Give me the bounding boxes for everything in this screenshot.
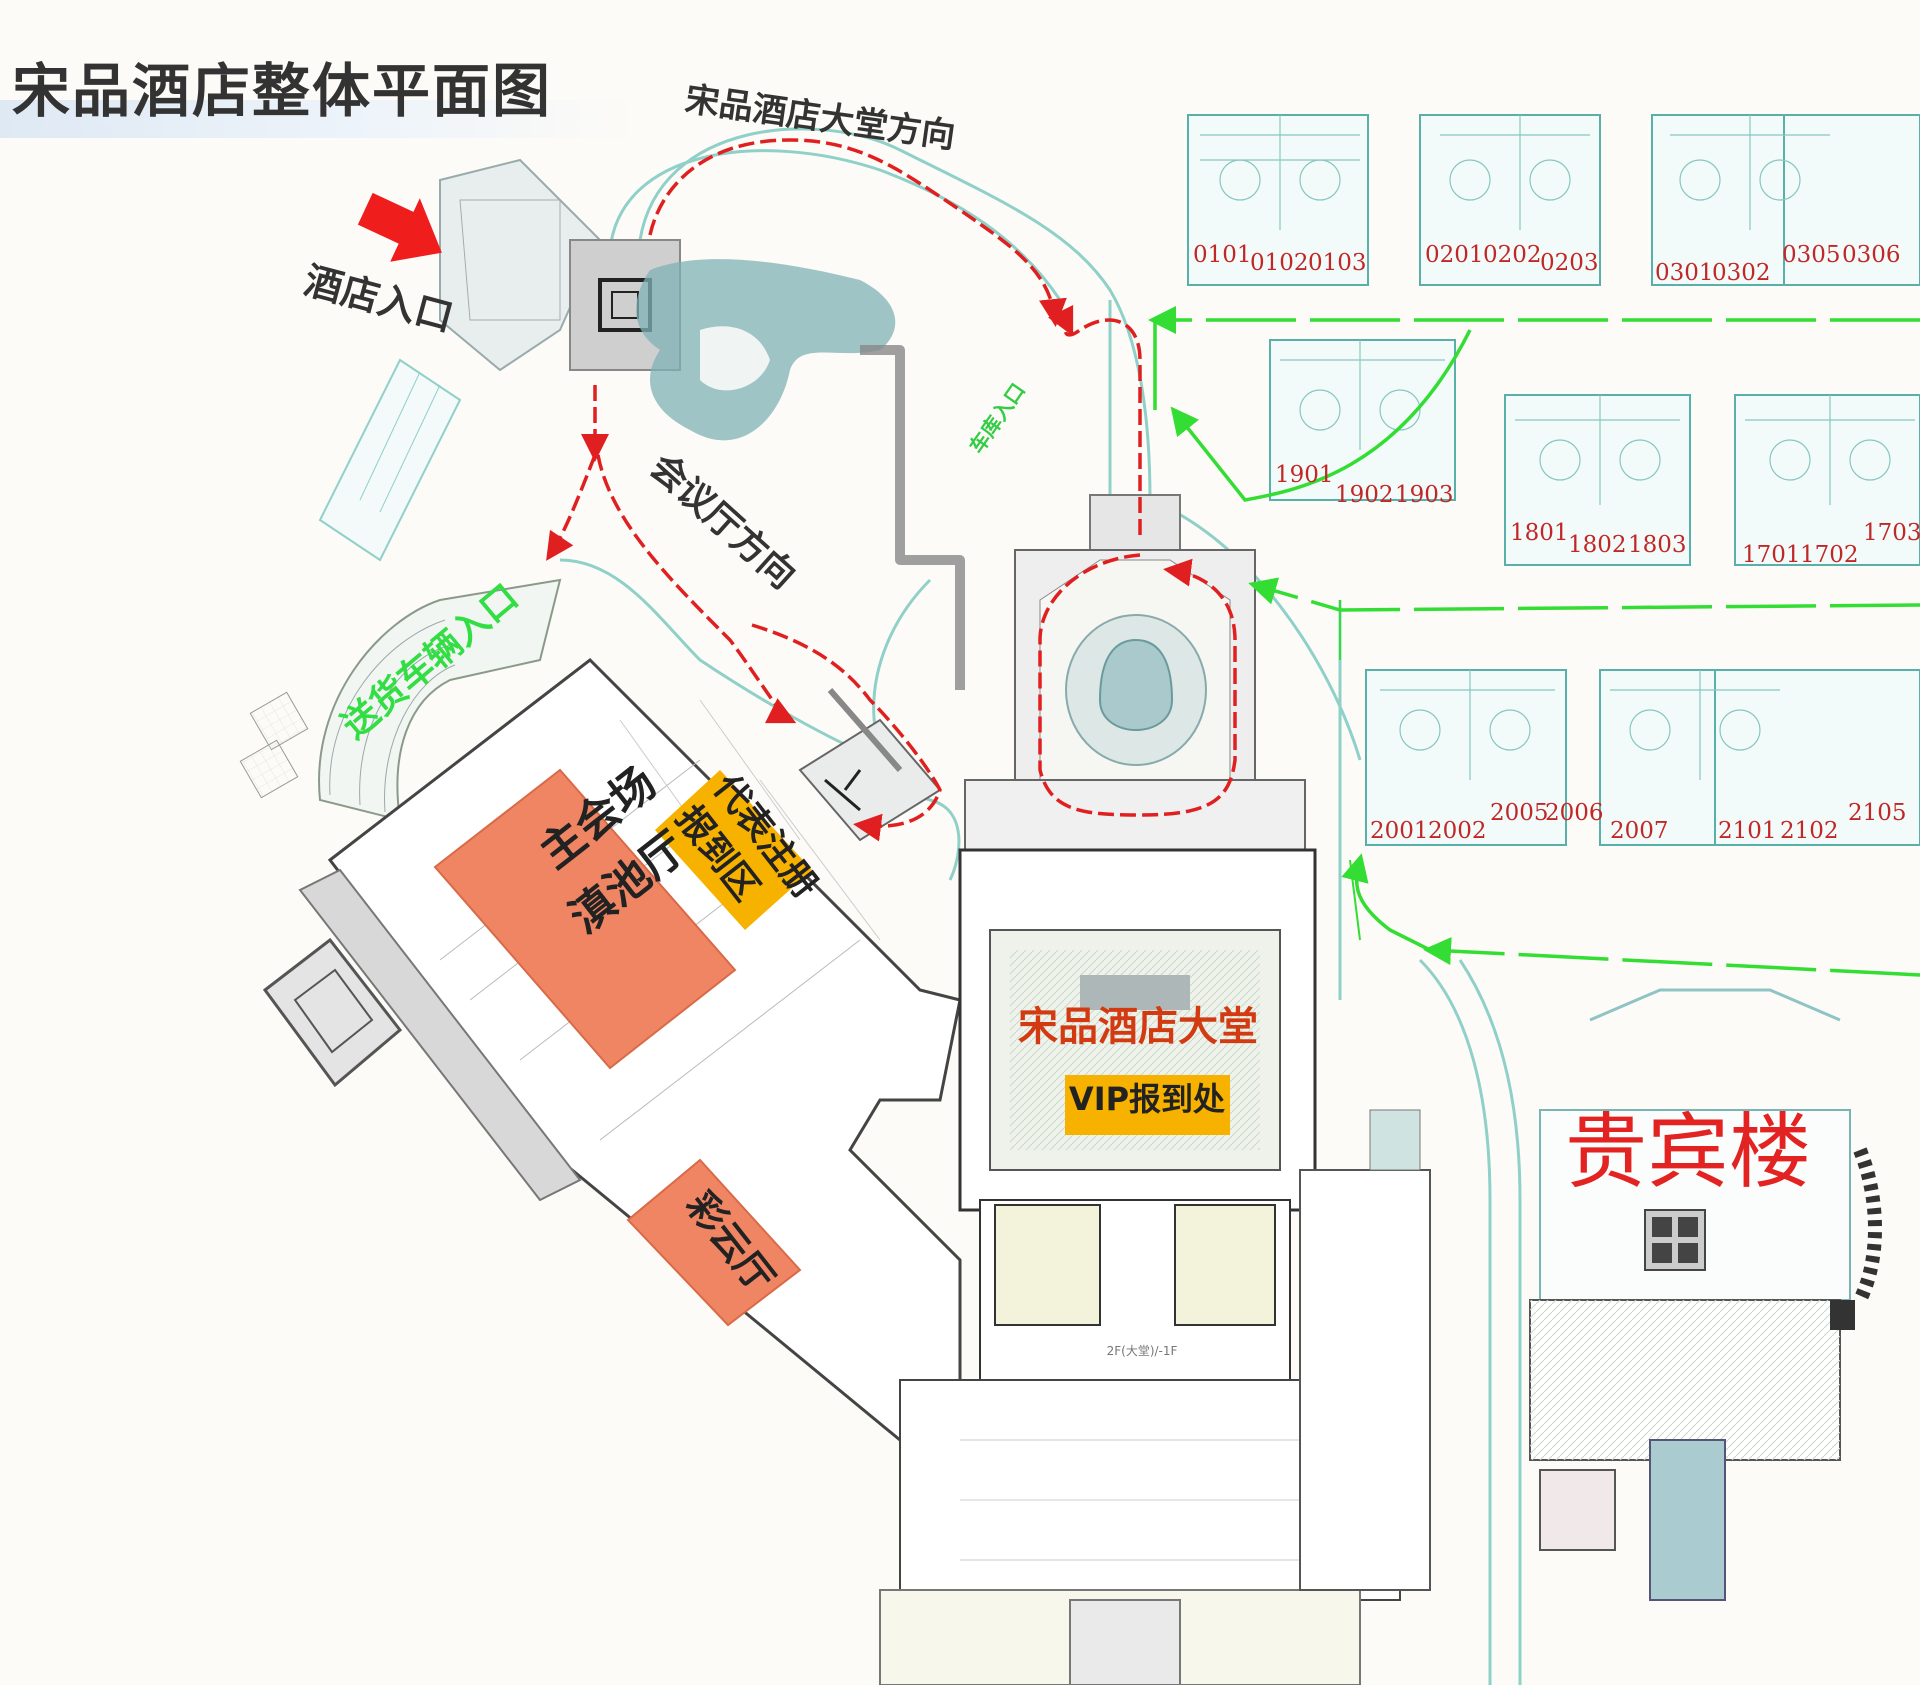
caiyun-hall-area xyxy=(626,1158,802,1327)
room-number: 2005 xyxy=(1490,800,1549,826)
garden-pond xyxy=(636,259,965,690)
lobby-building xyxy=(879,494,1431,1685)
villa-details xyxy=(1200,115,1915,780)
room-number: 2101 xyxy=(1718,818,1777,844)
room-number: 2102 xyxy=(1780,818,1839,844)
label-vip-desk: VIP报到处 xyxy=(1069,1080,1225,1118)
main-venue-area xyxy=(433,768,737,1070)
site-roads xyxy=(559,127,1522,1685)
room-number: 2001 xyxy=(1370,818,1429,844)
room-number: 0302 xyxy=(1712,260,1771,286)
room-number: 2007 xyxy=(1610,818,1669,844)
registration-area xyxy=(655,770,812,930)
room-number: 1903 xyxy=(1395,482,1454,508)
room-number: 1701 xyxy=(1742,542,1801,568)
label-lobby-direction: 宋品酒店大堂方向 xyxy=(683,79,958,156)
room-number: 1703 xyxy=(1863,520,1920,546)
page-title: 宋品酒店整体平面图 xyxy=(12,57,553,125)
guest-building xyxy=(1529,988,1882,1601)
room-number: 1802 xyxy=(1568,532,1627,558)
room-number: 0201 xyxy=(1425,242,1484,268)
room-number: 0203 xyxy=(1540,250,1599,276)
label-garage-entrance: 车库入口 xyxy=(964,379,1030,458)
red-routes xyxy=(546,138,1237,842)
label-floor-note: 2F(大堂)/-1F xyxy=(1107,1344,1178,1358)
label-hotel-entrance: 酒店入口 xyxy=(300,258,458,340)
room-number: 1902 xyxy=(1335,482,1394,508)
label-lobby: 宋品酒店大堂 xyxy=(1018,1004,1258,1050)
room-numbers: 0101 0102 0103 0201 0202 0203 0301 0302 … xyxy=(1193,242,1920,844)
room-number: 2002 xyxy=(1428,818,1487,844)
entrance-arrow-icon xyxy=(357,192,442,262)
room-number: 1803 xyxy=(1628,532,1687,558)
room-number: 0202 xyxy=(1483,242,1542,268)
room-number: 0103 xyxy=(1308,250,1367,276)
shuttle-corridor xyxy=(239,578,562,822)
room-number: 2006 xyxy=(1545,800,1604,826)
room-number: 1702 xyxy=(1800,542,1859,568)
room-number: 0305 xyxy=(1782,242,1841,268)
room-number: 0306 xyxy=(1842,242,1901,268)
vip-desk-area xyxy=(1065,1075,1230,1135)
villa-blocks xyxy=(1187,114,1920,846)
room-number: 0102 xyxy=(1250,250,1309,276)
room-number: 1901 xyxy=(1275,462,1334,488)
room-number: 0301 xyxy=(1655,260,1714,286)
room-number: 1801 xyxy=(1510,520,1569,546)
title-underline xyxy=(0,100,640,138)
room-number: 0101 xyxy=(1193,242,1252,268)
room-number: 2105 xyxy=(1848,800,1907,826)
label-guest-building: 贵宾楼 xyxy=(1565,1105,1811,1200)
green-routes xyxy=(1148,306,1920,977)
